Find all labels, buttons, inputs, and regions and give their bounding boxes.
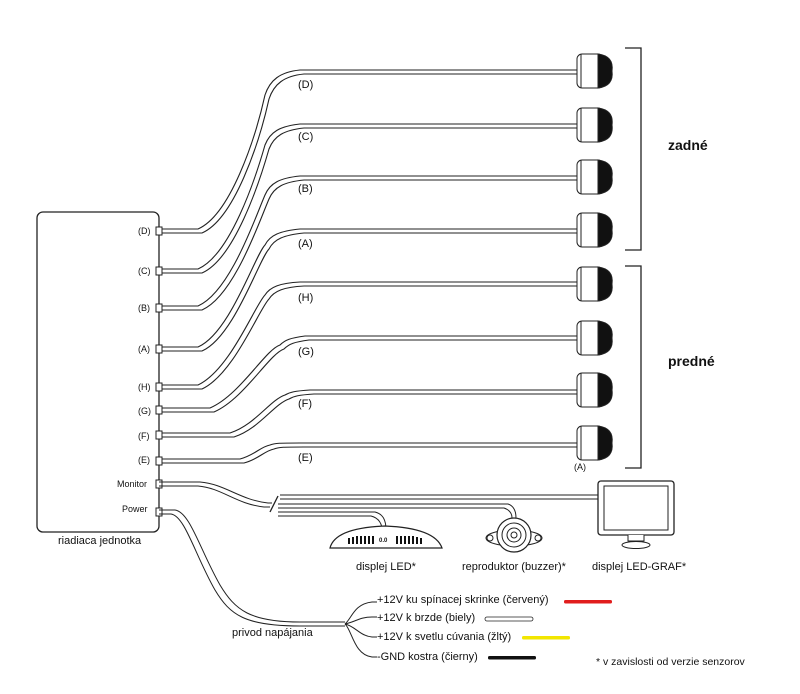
sensor-extra-label: (A) bbox=[574, 462, 586, 472]
wire-label-g: (G) bbox=[298, 346, 314, 358]
power-wire-yellow-label: +12V k svetlu cúvania (žltý) bbox=[377, 631, 512, 643]
port-label-a: (A) bbox=[138, 344, 150, 354]
control-unit-label: riadiaca jednotka bbox=[58, 535, 142, 547]
wire-label-c: (C) bbox=[298, 131, 314, 143]
power-cable bbox=[159, 509, 377, 658]
sensor-rear-3 bbox=[576, 159, 613, 195]
power-supply-label: privod napájania bbox=[232, 627, 313, 639]
monitor-shape bbox=[597, 480, 675, 549]
port-label-c: (C) bbox=[138, 266, 151, 276]
wire-label-e: (E) bbox=[298, 452, 313, 464]
port-label-f: (F) bbox=[138, 431, 150, 441]
footnote: * v zavislosti od verzie senzorov bbox=[596, 656, 745, 668]
port-label-d: (D) bbox=[138, 226, 151, 236]
led-display-readout: 0.0 bbox=[379, 538, 388, 544]
monitor-cable bbox=[159, 481, 600, 531]
rear-bracket bbox=[625, 47, 642, 251]
ledgraf-display-label: displej LED-GRAF* bbox=[592, 561, 687, 573]
wire-label-b: (B) bbox=[298, 183, 313, 195]
power-wire-red-label: +12V ku spínacej skrinke (červený) bbox=[377, 594, 549, 606]
rear-group-label: zadné bbox=[668, 137, 708, 153]
port-label-e: (E) bbox=[138, 455, 150, 465]
control-unit-box bbox=[36, 211, 160, 533]
front-group-label: predné bbox=[668, 353, 715, 369]
power-wire-white-label: +12V k brzde (biely) bbox=[377, 612, 476, 624]
sensor-rear-2 bbox=[576, 107, 613, 143]
sensor-front-2 bbox=[576, 320, 613, 356]
port-label-monitor: Monitor bbox=[117, 479, 148, 489]
power-wire-swatches bbox=[484, 600, 612, 660]
wire-label-a: (A) bbox=[298, 238, 313, 250]
led-display-shape bbox=[329, 525, 443, 549]
sensor-rear-1 bbox=[576, 53, 613, 89]
sensor-cables bbox=[159, 69, 580, 464]
sensor-front-3 bbox=[576, 372, 613, 408]
wire-label-f: (F) bbox=[298, 398, 313, 410]
power-wire-black-label: -GND kostra (čierny) bbox=[377, 651, 478, 663]
port-stubs bbox=[155, 226, 163, 517]
sensor-front-4 bbox=[576, 425, 613, 461]
sensors bbox=[576, 53, 613, 461]
port-label-g: (G) bbox=[138, 406, 151, 416]
port-label-h: (H) bbox=[138, 382, 151, 392]
wire-label-h: (H) bbox=[298, 292, 314, 304]
sensor-front-1 bbox=[576, 266, 613, 302]
sensor-rear-4 bbox=[576, 212, 613, 248]
front-bracket bbox=[625, 265, 642, 469]
buzzer-shape bbox=[485, 517, 543, 553]
buzzer-label: reproduktor (buzzer)* bbox=[462, 561, 566, 573]
wire-label-d: (D) bbox=[298, 79, 314, 91]
led-display-label: displej LED* bbox=[356, 561, 416, 573]
port-label-power: Power bbox=[122, 504, 148, 514]
port-label-b: (B) bbox=[138, 303, 150, 313]
